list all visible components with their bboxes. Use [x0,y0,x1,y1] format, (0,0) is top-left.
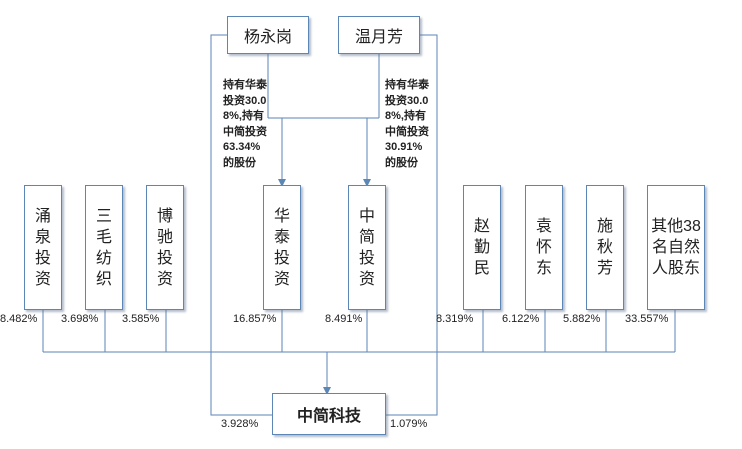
shareholder-box: 涌泉投资 [24,185,62,310]
shareholder-label: 施秋芳 [596,218,613,277]
person-yang-yonggang: 杨永岗 [227,16,309,54]
wen-direct-pct: 1.079% [390,418,428,430]
shareholder-pct: 8.491% [325,313,363,325]
shareholder-pct: 16.857% [233,313,277,325]
shareholder-box: 袁怀东 [525,185,563,310]
shareholder-pct: 6.122% [502,313,540,325]
shareholder-label: 赵勤民 [473,218,490,277]
shareholder-pct: 5.882% [563,313,601,325]
shareholder-pct: 3.698% [61,313,99,325]
note-wen-holdings: 持有华泰投资30.08%,持有中简投资30.91%的股份 [385,79,429,169]
shareholder-pct: 33.557% [625,313,669,325]
person-wen-label: 温月芳 [354,29,403,46]
shareholder-box: 三毛纺织 [85,185,123,310]
yang-direct-pct: 3.928% [221,418,259,430]
shareholder-box: 其他38名自然人股东 [647,185,705,310]
note-yang-holdings: 持有华泰投资30.08%,持有中简投资63.34%的股份 [223,79,267,169]
shareholder-box: 中简投资 [348,185,386,310]
shareholder-pct: 3.585% [122,313,160,325]
person-yang-label: 杨永岗 [243,29,292,46]
company-label: 中简科技 [296,408,361,425]
shareholder-label: 中简投资 [358,207,375,288]
company-box: 中简科技 [272,393,386,435]
shareholder-box: 博驰投资 [146,185,184,310]
shareholder-label: 涌泉投资 [34,207,51,288]
shareholder-box: 施秋芳 [586,185,624,310]
shareholder-label: 其他38名自然人股东 [651,218,701,277]
shareholder-label: 三毛纺织 [95,207,112,288]
shareholder-label: 袁怀东 [535,218,552,277]
person-wen-yuefang: 温月芳 [338,16,420,54]
shareholder-pct: 8.319% [436,313,474,325]
shareholder-label: 博驰投资 [156,207,173,288]
shareholder-pct: 8.482% [0,313,38,325]
shareholder-box: 华泰投资 [263,185,301,310]
shareholder-label: 华泰投资 [273,207,290,288]
shareholder-box: 赵勤民 [463,185,501,310]
